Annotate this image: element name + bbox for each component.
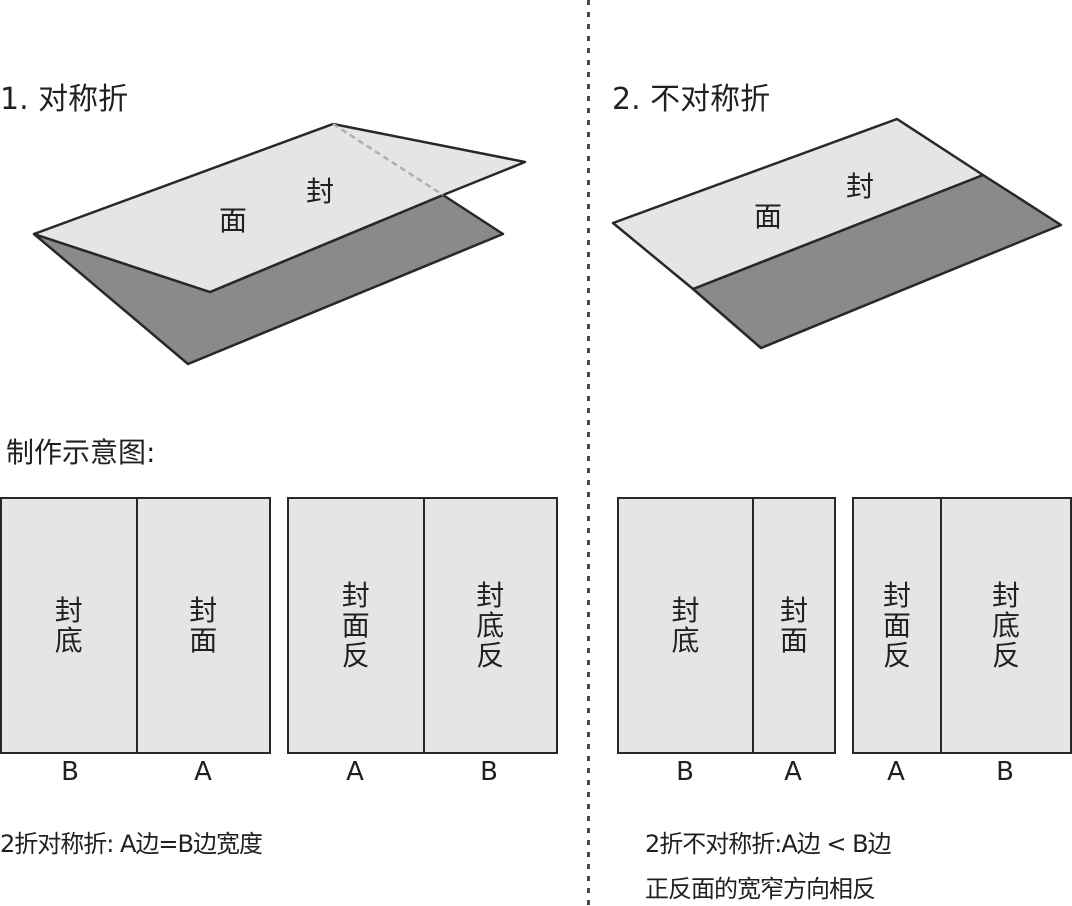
panel-cell-text: 封面反: [882, 578, 911, 672]
panel-cell-text: 封面: [779, 593, 808, 657]
edge-label: B: [61, 757, 79, 787]
edge-label: A: [784, 757, 802, 787]
edge-label: A: [346, 757, 364, 787]
symmetric-fold-title: 1. 对称折: [0, 82, 129, 117]
fold-line-dashed: [332, 122, 444, 197]
folded-label-feng: 封: [306, 175, 334, 208]
folded-label-mian: 面: [219, 204, 247, 237]
asymmetric-back-panel: 封面反 封底反: [852, 497, 1072, 754]
panel-cell: 封底反: [422, 499, 557, 752]
asymmetric-fold-illustration: 面 封: [611, 117, 1063, 350]
section-divider: [587, 0, 590, 906]
edge-label: A: [887, 757, 905, 787]
edge-label: A: [194, 757, 212, 787]
panel-cell: 封底: [2, 499, 136, 752]
folded-label-feng: 封: [846, 170, 874, 203]
panel-cell-text: 封底: [54, 593, 83, 657]
diagram-heading: 制作示意图:: [6, 436, 156, 469]
panel-cell: 封面: [752, 499, 834, 752]
panel-cell-text: 封面反: [341, 578, 370, 672]
symmetric-caption: 2折对称折: A边=B边宽度: [0, 830, 263, 858]
edge-label: B: [996, 757, 1014, 787]
folded-label-mian: 面: [754, 200, 782, 233]
panel-cell: 封底反: [940, 499, 1070, 752]
panel-cell: 封底: [619, 499, 752, 752]
panel-cell-text: 封面: [189, 593, 218, 657]
panel-cell-text: 封底反: [991, 578, 1020, 672]
symmetric-fold-illustration: 面 封: [32, 122, 527, 366]
symmetric-front-panel: 封底 封面: [0, 497, 271, 754]
panel-cell-text: 封底: [671, 593, 700, 657]
panel-cell: 封面反: [289, 499, 423, 752]
asymmetric-front-panel: 封底 封面: [617, 497, 836, 754]
asymmetric-caption-line2: 正反面的宽窄方向相反: [645, 875, 876, 903]
edge-label: B: [480, 757, 498, 787]
asymmetric-fold-title: 2. 不对称折: [612, 82, 771, 117]
top-sheet: [32, 122, 527, 294]
panel-cell-text: 封底反: [476, 578, 505, 672]
top-sheet: [611, 117, 985, 291]
symmetric-back-panel: 封面反 封底反: [287, 497, 558, 754]
asymmetric-caption-line1: 2折不对称折:A边 < B边: [645, 830, 892, 858]
panel-cell: 封面: [135, 499, 270, 752]
edge-label: B: [676, 757, 694, 787]
panel-cell: 封面反: [854, 499, 940, 752]
